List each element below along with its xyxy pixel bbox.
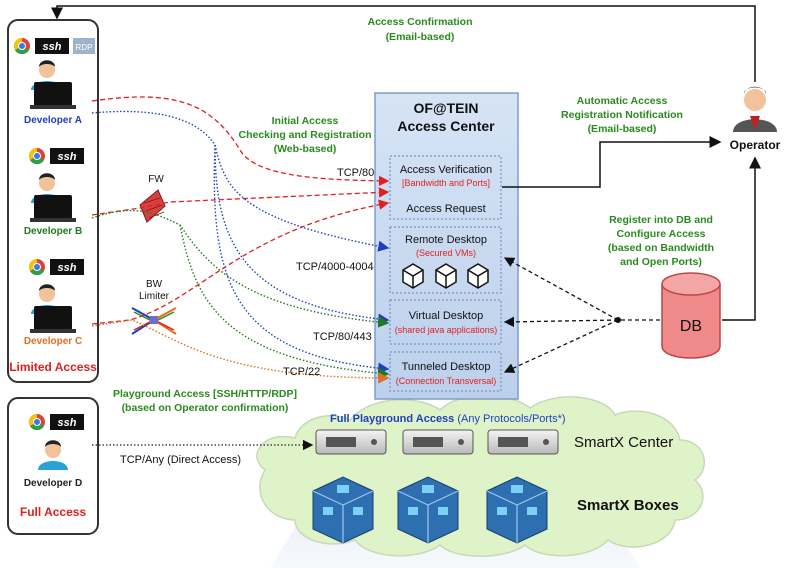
db-operator-line [722,156,761,321]
developer-d-icon [38,440,68,470]
playground-title: Full Playground Access (Any Protocols/Po… [330,413,566,425]
tunneled-label: Tunneled Desktop [402,361,491,373]
developer-b-label: Developer B [24,226,82,237]
port-label-tcp80443: TCP/80/443 [313,331,372,343]
ssh-badge-icon [50,148,84,164]
ssh-badge-text: ssh [58,417,77,429]
operator-label: Operator [730,138,781,152]
server-icon [315,429,387,455]
rdp-badge-text: RDP [76,43,93,52]
smartx-box-icon [312,476,374,544]
port-label-tcp80: TCP/80 [337,167,374,179]
initial-access-2: Checking and Registration [238,129,371,141]
bw-limiter-label-1: BW [146,279,163,290]
register-db-1: Register into DB and [609,214,713,226]
virtual-desktop-box [389,299,502,345]
chrome-icon [13,37,30,55]
server-icon [402,429,474,455]
smartx-box-icon [397,476,459,544]
smartx-box-icon [486,476,548,544]
notification-arrow [502,136,722,188]
access-center-title-1: OF@TEIN [414,100,479,116]
developer-c-path [91,319,390,384]
developer-b-icon [30,173,76,222]
port-label-tcpany: TCP/Any (Direct Access) [120,454,241,466]
playground-note-1: Playground Access [SSH/HTTP/RDP] [113,388,297,400]
smartx-box-icons [312,476,548,544]
chrome-icon [28,258,45,276]
register-db-3: (based on Bandwidth [608,242,714,254]
auto-registration-3: (Email-based) [588,123,657,135]
verification-box [389,155,502,220]
db-cylinder [661,272,721,359]
vm-cube-icons [402,263,489,289]
initial-access-1: Initial Access [272,115,339,127]
access-center-box [374,92,519,400]
register-db-2: Configure Access [617,228,706,240]
chrome-icon [28,413,45,431]
developer-a-group: ssh RDP Developer A [13,37,95,126]
db-junction-dot [615,317,621,323]
port-label-tcp4000: TCP/4000-4004 [296,261,374,273]
firewall-icon [139,189,166,223]
bw-limiter-label-2: Limiter [139,291,170,302]
playground-note-2: (based on Operator confirmation) [122,402,289,414]
port-label-tcp22: TCP/22 [283,366,320,378]
db-label: DB [680,318,702,335]
verification-label: Access Verification [400,164,492,176]
verification-sub: [Bandwidth and Ports] [402,178,490,188]
developer-a-icon [30,60,76,109]
annotations: Access Confirmation (Email-based) Initia… [113,16,714,414]
remote-desktop-box [389,226,502,294]
rdp-badge-icon [73,38,95,54]
full-access-label: Full Access [20,505,87,519]
virtual-label: Virtual Desktop [409,310,483,322]
virtual-sub: (shared java applications) [395,325,498,335]
smartx-center-servers [315,429,559,455]
developer-c-group: ssh Developer C [24,258,84,347]
register-db-4: and Open Ports) [620,256,702,268]
firewall-label: FW [148,174,164,185]
chrome-icon [28,147,45,165]
smartx-center-label: SmartX Center [574,434,673,451]
access-confirmation-2: (Email-based) [386,31,455,43]
remote-sub: (Secured VMs) [416,248,476,258]
developer-c-label: Developer C [24,336,82,347]
operator-icon [733,86,777,132]
access-confirmation-arrow [51,5,756,82]
developer-a-paths [91,110,390,374]
smartx-boxes-label: SmartX Boxes [577,497,679,514]
ssh-badge-icon [35,38,69,54]
ssh-badge-icon [50,259,84,275]
tunneled-desktop-box [389,351,502,392]
access-center-title-2: Access Center [397,118,495,134]
access-confirmation-1: Access Confirmation [367,16,472,28]
request-label: Access Request [406,203,485,215]
ssh-badge-text: ssh [58,151,77,163]
limited-access-label: Limited Access [9,360,97,374]
initial-access-3: (Web-based) [274,143,337,155]
developer-c-icon [30,284,76,333]
auto-registration-2: Registration Notification [561,109,683,121]
developer-d-group: ssh Developer D [24,413,84,489]
ssh-badge-text: ssh [58,262,77,274]
developer-a-label: Developer A [24,115,82,126]
ssh-badge-icon [50,414,84,430]
developer-b-group: ssh Developer B [24,147,84,237]
developer-d-label: Developer D [24,478,82,489]
server-icon [487,429,559,455]
auto-registration-1: Automatic Access [577,95,668,107]
bw-limiter-icon [131,307,177,335]
db-config-arrows [503,257,660,373]
ssh-badge-text: ssh [43,41,62,53]
developer-b-paths [91,209,390,379]
tunneled-sub: (Connection Transversal) [396,376,497,386]
remote-label: Remote Desktop [405,234,487,246]
